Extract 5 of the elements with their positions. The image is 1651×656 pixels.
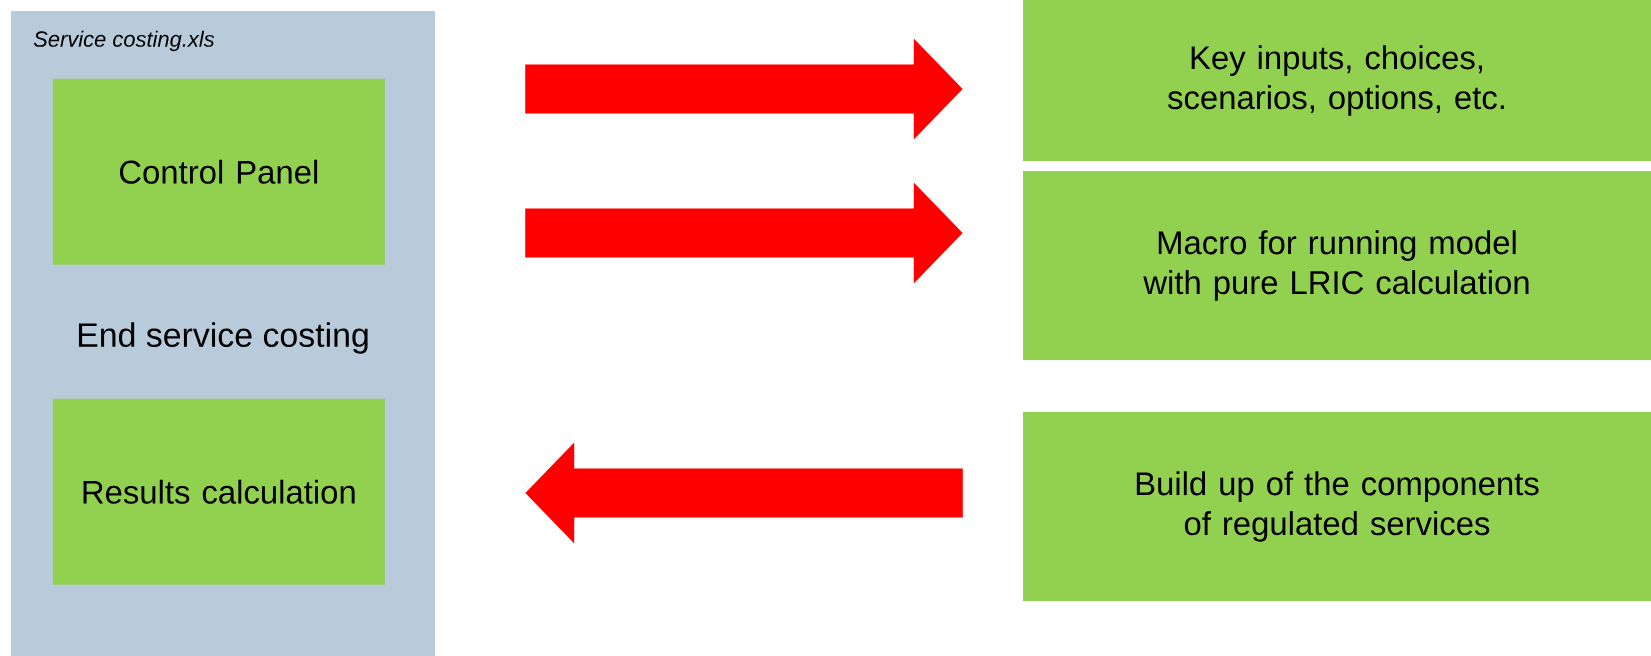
process-box: Key inputs, choices, scenarios, options, etc. bbox=[1023, 0, 1651, 161]
process-box: Results calculation bbox=[52, 398, 385, 585]
process-box: Macro for running model with pure LRIC calculation bbox=[1023, 171, 1651, 360]
process-box: Build up of the components of regulated services bbox=[1023, 412, 1651, 601]
process-box: Control Panel bbox=[52, 78, 385, 265]
